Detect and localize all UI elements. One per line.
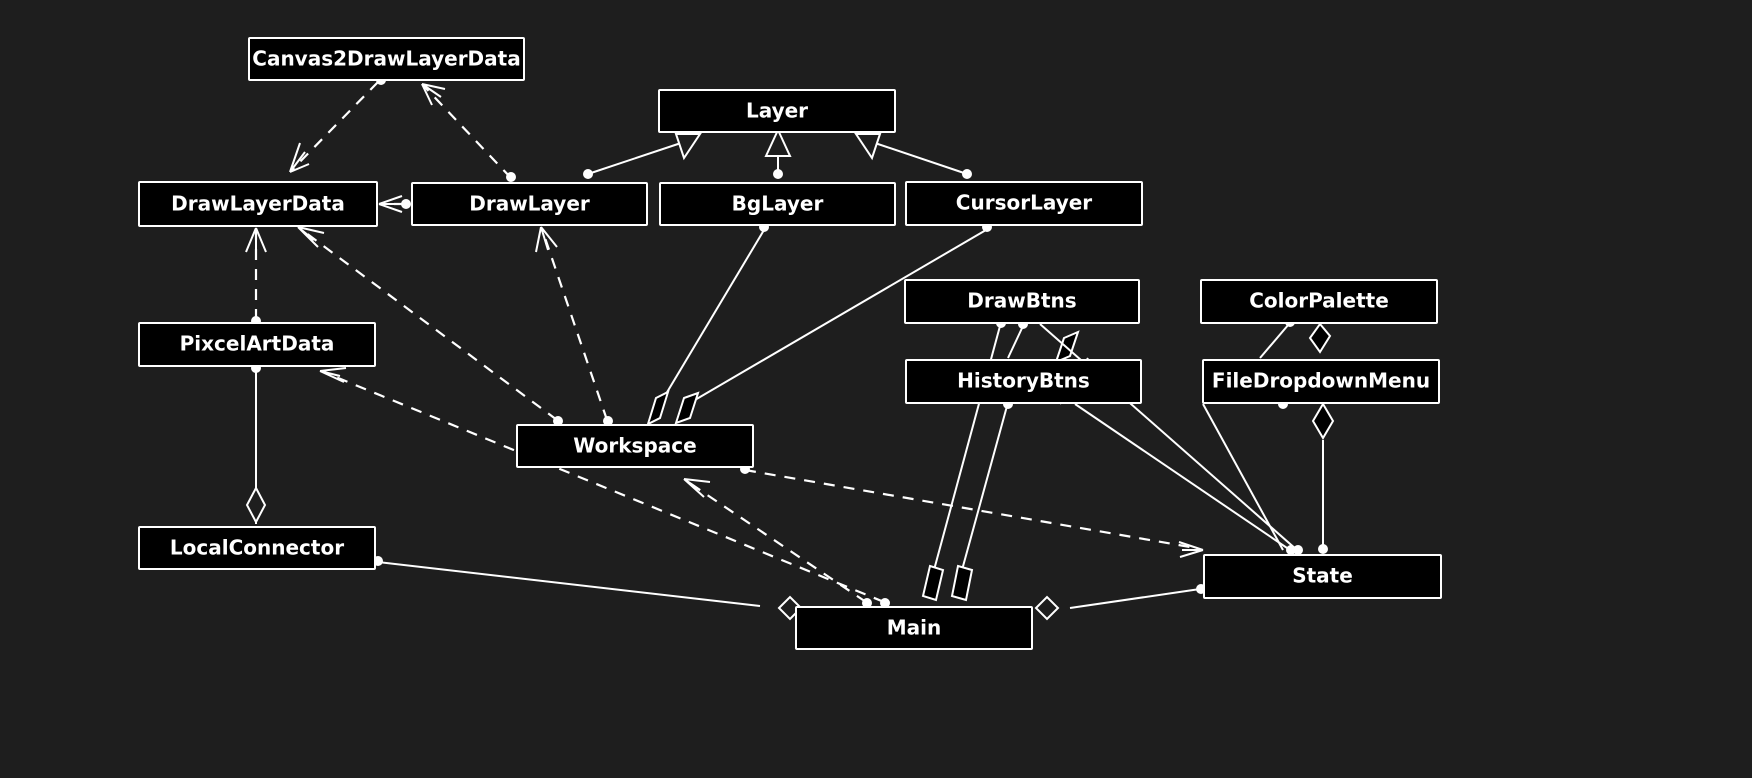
edge-localconnector-pixcelartdata	[245, 363, 267, 525]
class-node-label: BgLayer	[732, 192, 824, 216]
edge-main-pixcelartdata	[319, 367, 890, 608]
edge-drawlayer-layer	[583, 133, 702, 179]
edge-main-historybtns	[950, 399, 1013, 602]
class-node-label: Layer	[746, 99, 808, 123]
edge-drawlayer-drawlayerdata	[378, 195, 411, 213]
class-node-label: State	[1292, 564, 1353, 588]
class-node-label: PixcelArtData	[180, 332, 335, 356]
class-node-label: ColorPalette	[1249, 289, 1389, 313]
edge-workspace-state	[740, 464, 1204, 558]
class-node-historybtns[interactable]: HistoryBtns	[905, 359, 1142, 404]
class-node-label: LocalConnector	[170, 536, 344, 560]
class-node-label: Canvas2DrawLayerData	[252, 47, 520, 71]
class-node-localconnector[interactable]: LocalConnector	[138, 526, 376, 570]
class-node-label: DrawLayer	[469, 192, 590, 216]
class-node-cursorlayer[interactable]: CursorLayer	[905, 181, 1143, 226]
nodes-layer: Canvas2DrawLayerData Layer DrawLayerData…	[138, 37, 1442, 650]
class-node-main[interactable]: Main	[795, 606, 1033, 650]
class-node-state[interactable]: State	[1203, 554, 1442, 599]
class-node-label: CursorLayer	[956, 191, 1093, 215]
edge-drawlayer-canvas2drawlayerdata	[421, 83, 516, 182]
edge-bglayer-layer	[764, 127, 792, 179]
class-node-label: FileDropdownMenu	[1212, 369, 1430, 393]
class-node-drawlayer[interactable]: DrawLayer	[411, 182, 648, 226]
edge-main-workspace	[683, 478, 872, 608]
edge-main-localconnector	[373, 556, 803, 621]
edge-workspace-drawlayerdata	[297, 226, 563, 426]
class-node-canvas2drawlayerdata[interactable]: Canvas2DrawLayerData	[248, 37, 525, 81]
edge-filedropdownmenu-colorpalette	[1259, 317, 1332, 359]
edge-state-colorpalette	[1202, 399, 1288, 551]
class-node-label: HistoryBtns	[957, 369, 1090, 393]
class-node-drawlayerdata[interactable]: DrawLayerData	[138, 181, 378, 227]
edges-layer: DrawLayerData --> Canvas2DrawLayerData -…	[245, 75, 1335, 621]
class-node-drawbtns[interactable]: DrawBtns	[904, 279, 1140, 324]
edge-workspace-drawlayer	[535, 226, 613, 426]
class-node-workspace[interactable]: Workspace	[516, 424, 754, 468]
class-node-label: DrawBtns	[967, 289, 1076, 313]
edge-main-state	[1034, 584, 1206, 621]
class-node-pixcelartdata[interactable]: PixcelArtData	[138, 322, 376, 367]
edge-cursorlayer-layer	[854, 133, 972, 179]
class-node-label: Main	[887, 616, 942, 640]
class-node-colorpalette[interactable]: ColorPalette	[1200, 279, 1438, 324]
class-node-filedropdownmenu[interactable]: FileDropdownMenu	[1202, 359, 1440, 404]
class-node-label: DrawLayerData	[171, 192, 345, 216]
edge-canvas2drawlayerdata-drawlayerdata	[289, 75, 386, 173]
edge-state-drawbtns	[1039, 323, 1303, 555]
edge-state-historybtns	[1074, 403, 1296, 555]
edge-state-filedropdownmenu	[1311, 402, 1335, 554]
edge-workspace-bglayer	[646, 222, 769, 426]
class-node-label: Workspace	[573, 434, 696, 458]
class-node-layer[interactable]: Layer	[658, 89, 896, 133]
edge-pixcelartdata-drawlayerdata	[245, 227, 267, 326]
class-node-bglayer[interactable]: BgLayer	[659, 182, 896, 226]
